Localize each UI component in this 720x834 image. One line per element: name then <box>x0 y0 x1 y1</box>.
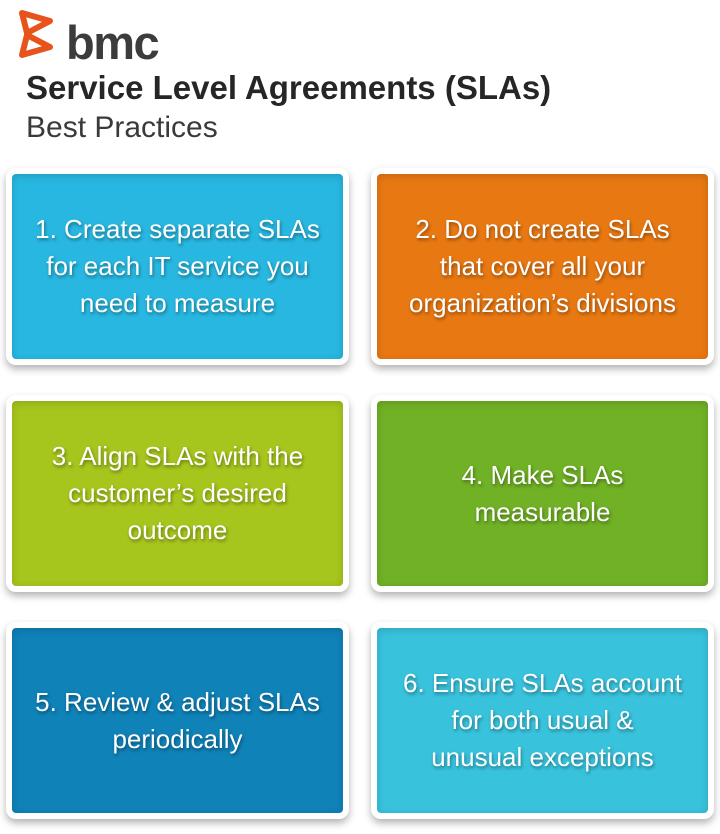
practice-card-1: 1. Create separate SLAs for each IT serv… <box>6 168 349 365</box>
practice-card-text: 1. Create separate SLAs for each IT serv… <box>35 214 320 318</box>
page-title: Service Level Agreements (SLAs) <box>26 69 552 106</box>
practice-card-4: 4. Make SLAs measurable <box>371 395 714 592</box>
bmc-logo: bmc <box>15 8 720 70</box>
bmc-logo-icon <box>15 8 57 60</box>
practice-card-3: 3. Align SLAs with the customer’s desire… <box>6 395 349 592</box>
practice-card-text: 4. Make SLAs measurable <box>461 459 624 527</box>
practice-card-text: 6. Ensure SLAs account for both usual & … <box>403 668 682 772</box>
practice-card-text: 5. Review & adjust SLAs periodically <box>35 686 320 754</box>
page-subtitle: Best Practices <box>26 111 218 144</box>
practice-card-text: 2. Do not create SLAs that cover all you… <box>409 214 676 318</box>
practice-card-2: 2. Do not create SLAs that cover all you… <box>371 168 714 365</box>
bmc-logo-text: bmc <box>66 16 160 70</box>
practice-card-5: 5. Review & adjust SLAs periodically <box>6 622 349 819</box>
practices-grid: 1. Create separate SLAs for each IT serv… <box>6 168 714 819</box>
practice-card-text: 3. Align SLAs with the customer’s desire… <box>51 441 304 545</box>
practice-card-6: 6. Ensure SLAs account for both usual & … <box>371 622 714 819</box>
